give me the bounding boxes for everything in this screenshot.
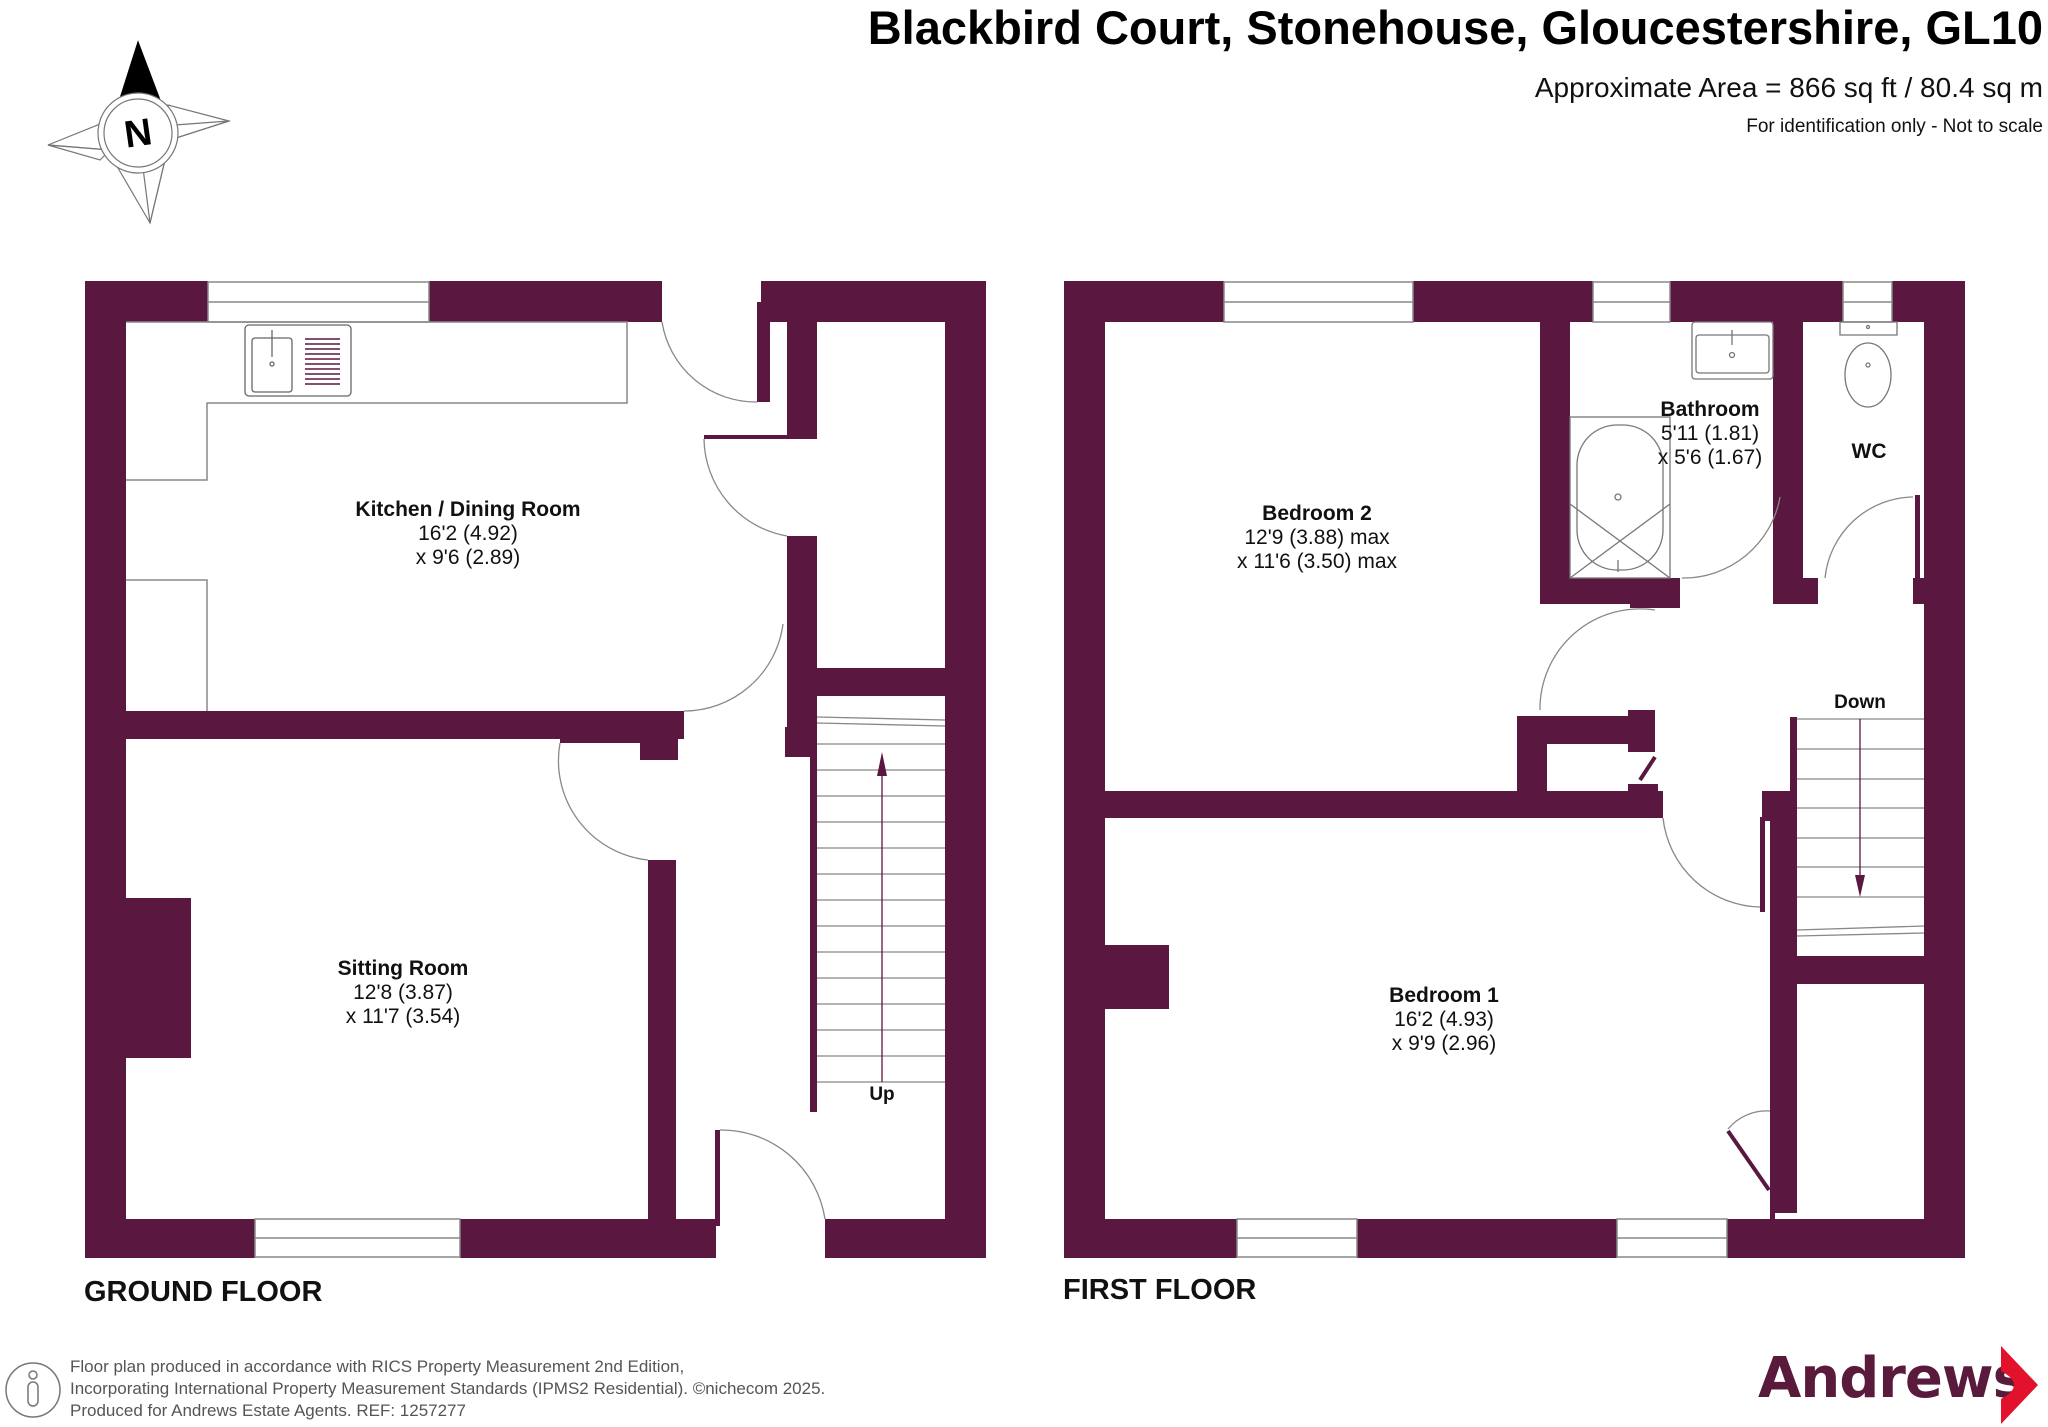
- room-name: Bedroom 1: [1389, 984, 1499, 1007]
- footer-line: Produced for Andrews Estate Agents. REF:…: [70, 1401, 466, 1420]
- cupboard-door: [1638, 755, 1657, 782]
- stairs-up-arrow-icon: [877, 752, 887, 776]
- ground-floor-walls: [85, 281, 986, 1258]
- room-dimension: x 9'9 (2.96): [1391, 1032, 1497, 1056]
- kitchen-worktops: [126, 321, 628, 711]
- room-label-kitchen-dining: Kitchen / Dining Room 16'2 (4.92) x 9'6 …: [355, 498, 580, 570]
- first-floor-windows: [1223, 281, 1893, 1258]
- toilet-icon: [1839, 321, 1898, 408]
- footer-disclaimer: Floor plan produced in accordance with R…: [70, 1356, 825, 1422]
- first-floor-stairs: [1796, 718, 1925, 937]
- bathtub-icon: [1569, 416, 1671, 579]
- stairs-down-arrow-icon: [1855, 875, 1865, 897]
- room-dimension: 16'2 (4.92): [418, 522, 518, 546]
- approximate-area: Approximate Area = 866 sq ft / 80.4 sq m: [1534, 72, 2043, 103]
- door-swing: [1824, 496, 1914, 579]
- ground-floor-windows: [207, 281, 461, 1258]
- stairs-down-label: Down: [1834, 692, 1886, 713]
- first-floor-door-swings: [1539, 496, 1914, 1130]
- north-compass-icon: N: [47, 40, 232, 225]
- room-label-sitting-room: Sitting Room 12'8 (3.87) x 11'7 (3.54): [338, 957, 469, 1029]
- first-floor-plan: [1064, 281, 1965, 1258]
- ground-floor-plan: [85, 281, 986, 1258]
- door-swing: [703, 438, 788, 537]
- person-info-icon: [5, 1362, 61, 1418]
- kitchen-sink-icon: [244, 324, 352, 397]
- footer-line: Incorporating International Property Mea…: [70, 1379, 826, 1398]
- door-swing: [557, 742, 649, 861]
- door-swing: [683, 623, 784, 712]
- room-dimension: 5'11 (1.81): [1660, 422, 1760, 446]
- room-label-bedroom-2: Bedroom 2 12'9 (3.88) max x 11'6 (3.50) …: [1237, 502, 1397, 574]
- andrews-logo-text: Andrews: [1758, 1346, 2026, 1411]
- door-swing: [1727, 1110, 1771, 1130]
- footer-line: Floor plan produced in accordance with R…: [70, 1357, 685, 1376]
- room-name: Bedroom 2: [1262, 502, 1372, 525]
- room-name: Sitting Room: [337, 957, 469, 980]
- property-address-title: Blackbird Court, Stonehouse, Gloucesters…: [867, 1, 2043, 54]
- room-dimension: x 11'7 (3.54): [345, 1005, 461, 1029]
- room-dimension: 12'8 (3.87): [353, 981, 453, 1005]
- door-swing: [661, 321, 758, 403]
- room-name: Bathroom: [1660, 398, 1760, 421]
- door-swing: [1539, 608, 1656, 711]
- andrews-logo-arrow-icon: [2001, 1346, 2038, 1424]
- room-name: WC: [1851, 440, 1887, 463]
- compass-n-letter: N: [122, 111, 155, 156]
- room-name: Kitchen / Dining Room: [355, 498, 581, 521]
- room-dimension: x 9'6 (2.89): [415, 546, 521, 570]
- room-dimension: x 11'6 (3.50) max: [1236, 550, 1398, 574]
- room-dimension: 16'2 (4.93): [1394, 1008, 1494, 1032]
- room-label-bathroom: Bathroom 5'11 (1.81) x 5'6 (1.67): [1658, 398, 1762, 470]
- door-swing: [1662, 817, 1761, 908]
- first-floor-walls: [1064, 281, 1965, 1258]
- ground-floor-door-swings: [557, 321, 826, 1220]
- door-swing: [719, 1129, 826, 1220]
- cupboard-door: [1726, 1129, 1771, 1192]
- room-label-bedroom-1: Bedroom 1 16'2 (4.93) x 9'9 (2.96): [1389, 984, 1499, 1056]
- stairs-up-label: Up: [869, 1084, 895, 1105]
- room-dimension: 12'9 (3.88) max: [1244, 526, 1390, 550]
- ground-floor-stairs: [816, 716, 946, 1083]
- door-swing: [1681, 496, 1781, 579]
- room-label-wc: WC: [1852, 440, 1887, 464]
- room-dimension: x 5'6 (1.67): [1657, 446, 1763, 470]
- identification-note: For identification only - Not to scale: [1746, 116, 2043, 137]
- bathroom-basin-icon: [1691, 321, 1774, 380]
- first-floor-label: FIRST FLOOR: [1063, 1274, 1257, 1306]
- ground-floor-label: GROUND FLOOR: [84, 1276, 323, 1308]
